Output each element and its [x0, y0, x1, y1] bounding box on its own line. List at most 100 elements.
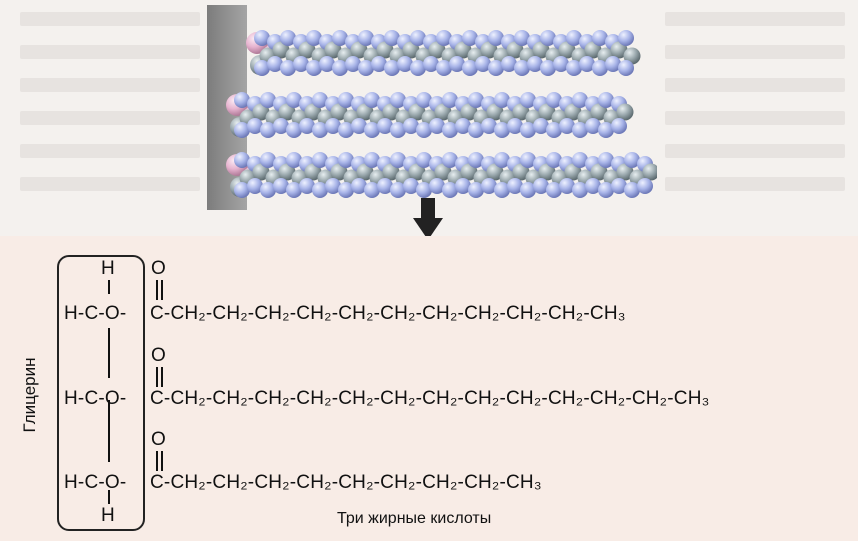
atom	[280, 30, 296, 46]
atom	[390, 182, 406, 198]
atom	[330, 103, 348, 121]
atom	[382, 163, 400, 181]
atom	[234, 152, 250, 168]
atom	[520, 122, 536, 138]
atom	[286, 152, 302, 168]
atom	[403, 118, 419, 134]
atom	[533, 178, 549, 194]
fatty-acid-chain-1: C-CH₂-CH₂-CH₂-CH₂-CH₂-CH₂-CH₂-CH₂-CH₂-CH…	[150, 303, 626, 324]
atom	[486, 163, 504, 181]
atom	[434, 103, 452, 121]
atom	[434, 163, 452, 181]
atom	[512, 103, 530, 121]
ghost-text	[665, 144, 845, 158]
atom	[520, 182, 536, 198]
atom	[299, 118, 315, 134]
double-bond-line	[156, 280, 158, 300]
atom	[468, 92, 484, 108]
fatty-acid-chain-2: C-CH₂-CH₂-CH₂-CH₂-CH₂-CH₂-CH₂-CH₂-CH₂-CH…	[150, 388, 710, 409]
atom	[566, 30, 582, 46]
atom	[605, 56, 621, 72]
atom	[579, 56, 595, 72]
atom	[454, 41, 472, 59]
atom	[286, 122, 302, 138]
bond-line	[108, 400, 110, 462]
ghost-text	[665, 177, 845, 191]
atom	[449, 56, 465, 72]
atom	[338, 92, 354, 108]
atom	[598, 92, 614, 108]
atom	[455, 118, 471, 134]
atom	[572, 122, 588, 138]
atom	[382, 103, 400, 121]
atom	[584, 41, 602, 59]
atom	[416, 152, 432, 168]
atom	[546, 92, 562, 108]
atom	[319, 56, 335, 72]
atom	[364, 122, 380, 138]
atom	[514, 30, 530, 46]
atom	[514, 60, 530, 76]
atom	[501, 56, 517, 72]
double-bond-line	[161, 280, 163, 300]
atom	[564, 163, 582, 181]
atom	[566, 60, 582, 76]
double-bond-line	[156, 367, 158, 387]
atom	[616, 163, 634, 181]
atom	[252, 163, 270, 181]
atom	[298, 41, 316, 59]
atom	[468, 152, 484, 168]
carbonyl-oxygen: O	[151, 258, 166, 279]
atom	[442, 182, 458, 198]
atom	[527, 56, 543, 72]
atom	[475, 56, 491, 72]
atom	[618, 60, 634, 76]
atom	[371, 56, 387, 72]
triglyceride-space-filling-model	[207, 5, 657, 210]
atom	[598, 152, 614, 168]
atom	[494, 122, 510, 138]
atom	[592, 30, 608, 46]
atom	[234, 92, 250, 108]
atom	[610, 41, 628, 59]
atom	[546, 182, 562, 198]
atom	[590, 163, 608, 181]
atom	[260, 122, 276, 138]
atom	[616, 103, 634, 121]
atom	[416, 182, 432, 198]
atom	[637, 178, 653, 194]
atom	[312, 182, 328, 198]
atom	[410, 30, 426, 46]
atom	[455, 178, 471, 194]
atom	[423, 56, 439, 72]
atom	[306, 60, 322, 76]
atom	[436, 30, 452, 46]
atom	[351, 178, 367, 194]
atom	[234, 182, 250, 198]
atom	[572, 92, 588, 108]
atom	[558, 41, 576, 59]
atom	[338, 122, 354, 138]
atom	[624, 152, 640, 168]
atom	[442, 122, 458, 138]
atom	[410, 60, 426, 76]
atom	[538, 163, 556, 181]
atom	[286, 182, 302, 198]
atom	[280, 60, 296, 76]
atom	[507, 178, 523, 194]
glycerol-box	[57, 255, 145, 531]
double-bond-line	[156, 451, 158, 471]
carbonyl-oxygen: O	[151, 345, 166, 366]
bond-line	[108, 328, 110, 378]
atom	[460, 103, 478, 121]
atom	[598, 122, 614, 138]
atom	[234, 122, 250, 138]
atom	[481, 178, 497, 194]
atom	[559, 178, 575, 194]
atom	[312, 152, 328, 168]
atom	[546, 122, 562, 138]
bond-line	[108, 280, 110, 294]
ghost-text	[20, 111, 200, 125]
atom	[324, 41, 342, 59]
atom	[286, 92, 302, 108]
